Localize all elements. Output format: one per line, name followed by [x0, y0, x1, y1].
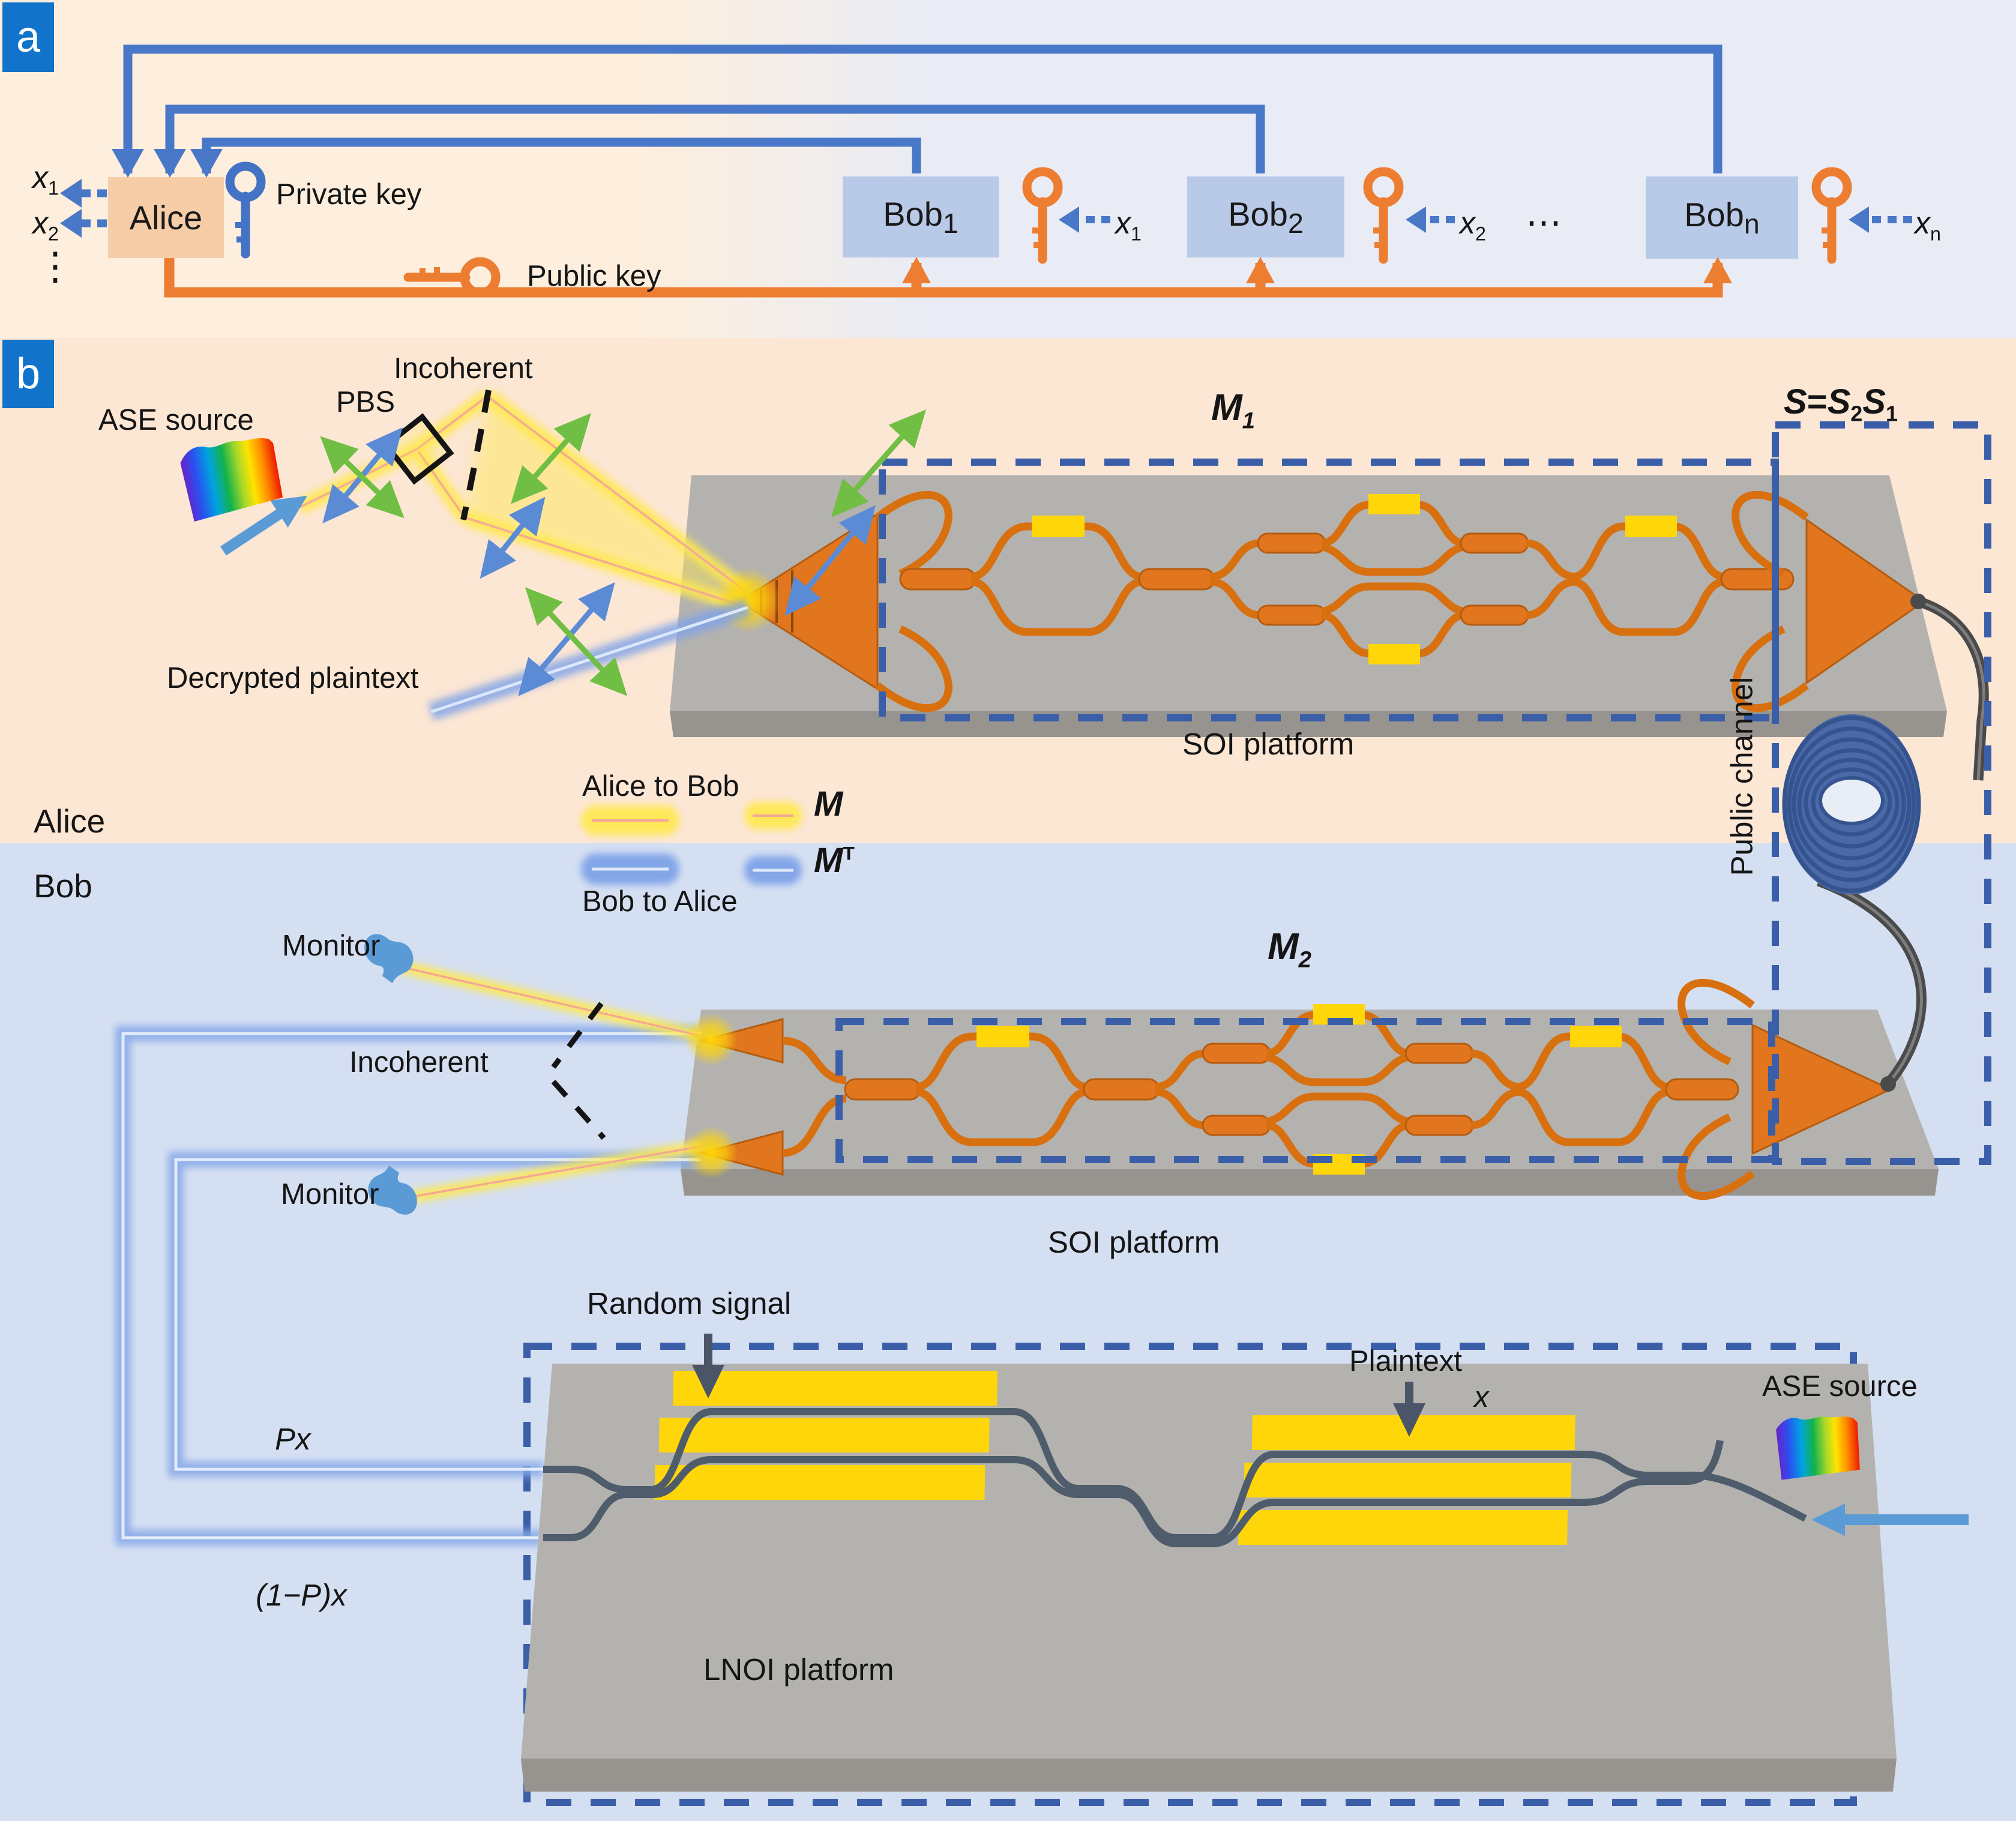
m2-label: M2 [1268, 926, 1312, 973]
bobn-node-box: Bobn [1646, 176, 1798, 259]
pbs-icon [382, 413, 454, 485]
bob1-input-label: x1 [1115, 206, 1142, 245]
panel-a-background [0, 0, 2016, 338]
m2-dashed-box [835, 1018, 1775, 1163]
bobn-key-icon [1816, 172, 1847, 259]
polarization-arrows [316, 405, 932, 700]
ase-rainbow-bottom-icon [1776, 1416, 1860, 1480]
panel-b-badge: b [2, 340, 54, 408]
bob2-input-label: x2 [1460, 206, 1486, 245]
m-legend-label: M [814, 784, 843, 823]
m1-label: M1 [1211, 387, 1256, 434]
horizontal-ellipsis: ⋯ [1526, 202, 1562, 242]
bob-input-arrowheads [1059, 206, 1869, 233]
public-key-label: Public key [527, 260, 661, 292]
plaintext-label: Plaintext [1349, 1345, 1462, 1377]
alice-node-box: Alice [108, 177, 224, 258]
decrypted-plaintext-label: Decrypted plaintext [167, 662, 419, 694]
bob1-key-icon [1027, 172, 1058, 259]
panel-a-badge-label: a [16, 13, 41, 61]
px-label: Px [275, 1422, 311, 1456]
monitor-top-label: Monitor [282, 930, 381, 962]
incoherence-dashes-bob [551, 1002, 606, 1140]
ase-arrow-icon [220, 482, 316, 556]
s-matrix-label: S=S2S1 [1784, 382, 1898, 426]
x-label: x [1474, 1381, 1489, 1413]
modulator-electrodes [654, 1371, 1575, 1545]
public-channel-label: Public channel [1724, 676, 1759, 876]
private-key-icon [230, 166, 261, 254]
bob-soi-chip [681, 983, 1939, 1196]
alice-region-label: Alice [34, 802, 106, 840]
panel-a-badge: a [2, 2, 54, 72]
lnoi-platform-label: LNOI platform [703, 1652, 894, 1687]
soi-platform-2-label: SOI platform [1048, 1225, 1220, 1259]
m1-dashed-box [879, 459, 1779, 721]
public-key-bus-arrowheads [902, 257, 1732, 283]
alice-output-2-label: x2 [32, 206, 59, 245]
alice-node-label: Alice [129, 199, 203, 236]
panel-b-badge-label: b [16, 350, 41, 398]
edge-coupler-icon [1751, 1023, 1893, 1155]
bob-feedback-beams [115, 1026, 701, 1546]
bob-to-alice-label: Bob to Alice [582, 885, 738, 918]
soi-platform-1-label: SOI platform [1182, 727, 1355, 761]
optical-fiber [1817, 594, 1989, 1092]
alice-to-bob-label: Alice to Bob [582, 770, 739, 802]
vertical-ellipsis: ⋮ [36, 244, 74, 287]
bob-region-label: Bob [34, 867, 92, 904]
bob2-key-icon [1368, 172, 1399, 259]
incoherent-bob-label: Incoherent [349, 1046, 489, 1079]
alice-output-arrowheads [60, 179, 82, 238]
monitor-bottom-label: Monitor [281, 1178, 379, 1211]
public-key-bus [164, 258, 1723, 298]
private-key-label: Private key [276, 178, 422, 211]
bobn-node-label: Bobn [1684, 195, 1760, 240]
edge-coupler-icon [1805, 518, 1926, 685]
monitor-beams [397, 960, 738, 1203]
bobn-input-label: xn [1915, 206, 1941, 245]
alice-input-arrowheads [112, 149, 223, 178]
ase-source-bottom-label: ASE source [1762, 1370, 1918, 1403]
pbs-label: PBS [336, 386, 396, 418]
ase-source-top-label: ASE source [98, 404, 254, 436]
plaintext-arrow [1393, 1382, 1425, 1437]
legend-bars [581, 802, 802, 885]
ase-input-arrow-bottom [1811, 1503, 1969, 1536]
fiber-spool-icon [1782, 714, 1921, 894]
key-distribution-arrows [123, 44, 1723, 173]
bob1-node-label: Bob1 [883, 194, 958, 239]
random-signal-label: Random signal [587, 1286, 792, 1320]
mt-legend-label: MT [814, 841, 855, 880]
bob2-node-label: Bob2 [1228, 194, 1304, 239]
lnoi-waveguides [543, 1408, 1807, 1547]
ase-rainbow-icon [180, 438, 283, 522]
random-signal-arrow [692, 1334, 724, 1398]
lnoi-chip [521, 1364, 1897, 1792]
s-dashed-box [1772, 421, 1991, 1165]
one-minus-px-label: (1−P)x [256, 1578, 347, 1612]
bob1-node-box: Bob1 [843, 176, 999, 257]
bob2-node-box: Bob2 [1187, 176, 1344, 257]
incoherent-top-label: Incoherent [394, 352, 533, 385]
alice-output-1-label: x1 [32, 160, 59, 199]
alice-output-dashed-arrows [80, 189, 107, 227]
incoherence-dashed-divider [460, 390, 492, 521]
